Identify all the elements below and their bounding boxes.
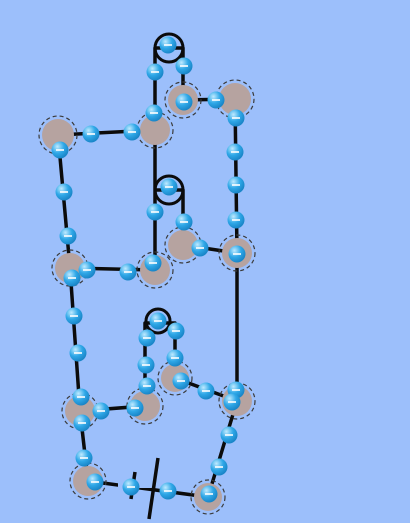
electron-charge [227,109,245,127]
electron-charge [144,254,162,272]
electron-charge [65,307,83,325]
electron-charge [138,377,156,395]
electron-charge [210,458,228,476]
electron-charge [175,57,193,75]
electron-charge [122,478,140,496]
electron-charge [191,239,209,257]
electron-charge [166,349,184,367]
electron-charge [226,143,244,161]
electron-charge [220,426,238,444]
electron-charge [119,263,137,281]
electron-charge [59,227,77,245]
electron-charge [138,329,156,347]
electron-charge [55,183,73,201]
electron-charge [146,63,164,81]
electron-charge [160,178,178,196]
electron-charge [146,203,164,221]
electron-charge [228,245,246,263]
charges-layer [51,36,246,503]
electron-charge [172,372,190,390]
electron-charge [63,269,81,287]
electron-charge [175,213,193,231]
electron-charge [123,123,141,141]
electron-charge [227,211,245,229]
wire-segment [79,321,238,413]
electron-charge [159,482,177,500]
electron-charge [149,312,167,330]
electron-charge [167,322,185,340]
electron-charge [145,104,163,122]
electron-charge [75,449,93,467]
electron-charge [73,414,91,432]
electron-charge [92,402,110,420]
electron-charge [51,141,69,159]
electron-charge [207,91,225,109]
electron-charge [200,485,218,503]
current-loops-layer [144,32,185,335]
electron-charge [137,356,155,374]
current-loop-icon [153,174,185,206]
electron-charge [197,382,215,400]
electron-charge [159,36,177,54]
electron-charge [86,473,104,491]
electron-charge [126,399,144,417]
electron-charge [82,125,100,143]
electron-charge [72,388,90,406]
electron-charge [227,176,245,194]
current-loop-icon [144,307,172,335]
electron-charge [175,93,193,111]
electron-charge [223,393,241,411]
electron-charge [78,261,96,279]
current-loop-icon [153,32,185,64]
battery-long-plate [147,457,160,520]
electron-charge [69,344,87,362]
